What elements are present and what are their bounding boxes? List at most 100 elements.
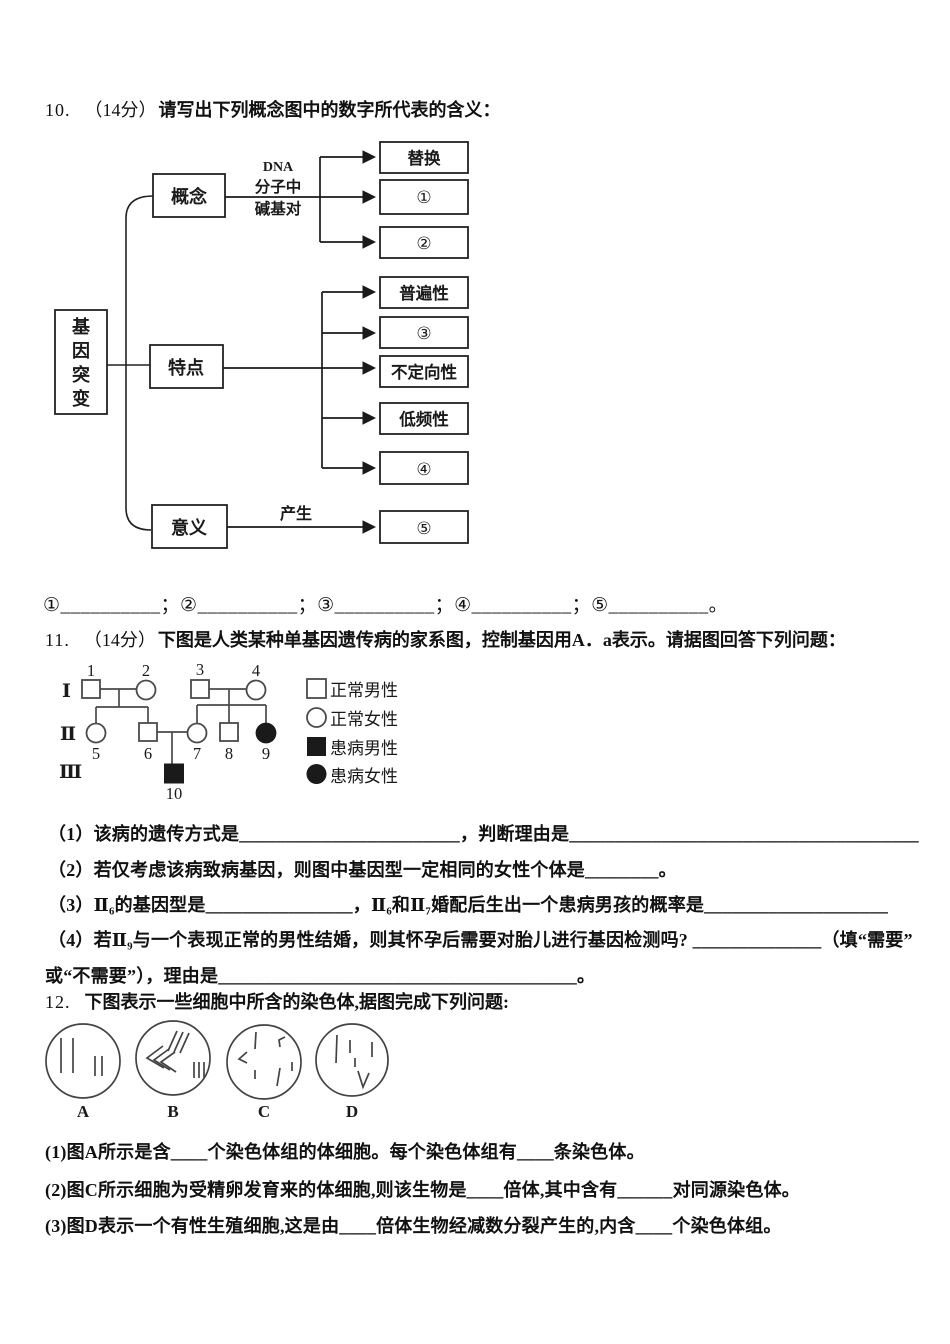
root-node-gene-mutation: 基 因 突 变	[54, 309, 108, 415]
branch-node-meaning: 意义	[151, 504, 228, 549]
dna-label-line3: 碱基对	[255, 199, 302, 218]
legend-circle-filled-icon	[306, 764, 327, 784]
cell-B-label: B	[167, 1102, 178, 1121]
q11-item-2: （2）若仅考虑该病致病基因，则图中基因型一定相同的女性个体是________。	[48, 860, 677, 880]
gene-mutation-concept-map: 基 因 突 变 概念 特点 意义 DNA 分子中 碱基对	[54, 141, 469, 549]
individual-3-normal-male	[190, 679, 210, 699]
q12-number: 12.	[45, 992, 71, 1012]
leaf-5-label: ⑤	[416, 519, 431, 538]
root-char-3: 突	[72, 364, 90, 385]
legend-normal-male-label: 正常男性	[330, 681, 398, 700]
leaf-box-3: ③	[379, 316, 469, 349]
number-8: 8	[225, 744, 233, 763]
leaf-3-label: ③	[416, 324, 431, 343]
bracket-line	[125, 195, 154, 531]
q10-points: （14分）	[84, 100, 157, 120]
branch-node-concept: 概念	[152, 173, 226, 218]
leaf-box-substitute: 替换	[379, 141, 469, 174]
legend-affected-male-label: 患病男性	[330, 739, 398, 758]
q10-title: 请写出下列概念图中的数字所代表的含义：	[158, 100, 501, 120]
dna-label-line1: DNA	[263, 160, 294, 175]
legend-normal-female-label: 正常女性	[330, 710, 398, 729]
leaf-universal-label: 普遍性	[399, 283, 449, 303]
individual-9-affected-female	[255, 722, 277, 744]
root-char-1: 基	[71, 316, 91, 337]
leaf-box-5: ⑤	[379, 510, 469, 544]
chromosome-cell-diagrams: A B C	[45, 1020, 389, 1121]
branch-feature-label: 特点	[168, 357, 204, 378]
edge-label-produce: 产生	[280, 504, 312, 523]
cell-D-label: D	[346, 1102, 358, 1121]
leaf-box-1: ①	[379, 179, 469, 215]
q12-item-3: (3)图D表示一个有性生殖细胞,这是由____倍体生物经减数分裂产生的,内含__…	[45, 1216, 782, 1236]
q11-item-4-line2: 或“不需要”），理由是_____________________________…	[45, 966, 596, 986]
cell-D	[315, 1023, 389, 1097]
leaf-2-label: ②	[416, 234, 431, 253]
cell-C-label: C	[258, 1102, 270, 1121]
generation-label-1: Ⅰ	[62, 681, 71, 702]
edge-label-dna: DNA 分子中 碱基对	[255, 160, 302, 218]
legend-square-open-icon	[306, 678, 327, 699]
leaf-box-universal: 普遍性	[379, 276, 469, 309]
generation-label-3: Ⅲ	[59, 762, 82, 783]
branch-node-feature: 特点	[149, 344, 224, 389]
root-char-4: 变	[72, 388, 90, 409]
leaf-nondirectional-label: 不定向性	[391, 362, 457, 382]
individual-7-normal-female	[186, 722, 208, 744]
individual-numbers: 1 2 3 4 5 6 7 8 9 10	[87, 660, 270, 803]
individual-6-normal-male	[138, 722, 158, 742]
q10-answer-blanks: ①__________；②__________；③__________；④___…	[43, 595, 729, 616]
pedigree-chart: Ⅰ Ⅱ Ⅲ 1	[59, 660, 398, 803]
cell-B	[135, 1020, 211, 1096]
leaf-substitute-label: 替换	[408, 148, 442, 168]
number-5: 5	[92, 744, 100, 763]
leaf-lowfreq-label: 低频性	[398, 409, 449, 429]
q10-header: 10. （14分）请写出下列概念图中的数字所代表的含义：	[45, 96, 501, 122]
individual-2-normal-female	[135, 679, 157, 701]
cell-C	[226, 1024, 302, 1100]
branch-concept-label: 概念	[171, 186, 207, 207]
q12-title: 下图表示一些细胞中所含的染色体,据图完成下列问题:	[84, 992, 510, 1012]
individual-1-normal-male	[81, 679, 101, 699]
cell-A	[45, 1023, 121, 1099]
number-7: 7	[193, 744, 201, 763]
leaf-1-label: ①	[416, 188, 431, 207]
leaf-box-2: ②	[379, 226, 469, 259]
number-1: 1	[87, 661, 95, 680]
pedigree-legend: 正常男性 正常女性 患病男性 患病女性	[306, 678, 398, 786]
q11-item-3: （3）Ⅱ₆的基因型是________________，Ⅱ₆和Ⅱ₇婚配后生出一个患…	[48, 895, 889, 915]
pedigree-lines	[95, 688, 267, 764]
individual-5-normal-female	[85, 722, 107, 744]
legend-square-filled-icon	[307, 737, 326, 756]
leaf-box-nondirectional: 不定向性	[379, 355, 469, 388]
q11-item-4-line1: （4）若Ⅱ₉与一个表现正常的男性结婚，则其怀孕后需要对胎儿进行基因检测吗? __…	[48, 930, 913, 950]
individual-8-normal-male	[219, 722, 239, 742]
branch-meaning-label: 意义	[171, 517, 207, 538]
q11-header: 11. （14分）下图是人类某种单基因遗传病的家系图，控制基因用A．a表示。请据图…	[45, 626, 846, 652]
q10-number: 10.	[45, 100, 71, 120]
cell-A-label: A	[77, 1102, 90, 1121]
root-char-2: 因	[72, 341, 90, 361]
leaf-box-lowfreq: 低频性	[379, 402, 469, 435]
individual-10-affected-male	[164, 763, 184, 784]
q11-points: （14分）	[83, 630, 156, 650]
leaf-box-4: ④	[379, 451, 469, 485]
number-3: 3	[196, 660, 204, 679]
individual-4-normal-female	[245, 679, 267, 701]
number-2: 2	[142, 661, 150, 680]
dna-label-line2: 分子中	[255, 177, 302, 196]
q12-header: 12. 下图表示一些细胞中所含的染色体,据图完成下列问题:	[45, 988, 509, 1014]
leaf-4-label: ④	[416, 460, 431, 479]
number-9: 9	[262, 744, 270, 763]
number-10: 10	[166, 784, 183, 803]
q12-item-1: (1)图A所示是含____个染色体组的体细胞。每个染色体组有____条染色体。	[45, 1142, 645, 1162]
legend-affected-female-label: 患病女性	[330, 767, 398, 786]
number-6: 6	[144, 744, 152, 763]
q11-number: 11.	[45, 630, 70, 650]
q11-item-1: （1）该病的遗传方式是________________________，判断理由…	[48, 824, 919, 844]
number-4: 4	[252, 661, 260, 680]
q12-item-2: (2)图C所示细胞为受精卵发育来的体细胞,则该生物是____倍体,其中含有___…	[45, 1180, 800, 1200]
q11-title: 下图是人类某种单基因遗传病的家系图，控制基因用A．a表示。请据图回答下列问题：	[157, 630, 846, 650]
legend-circle-open-icon	[306, 707, 327, 728]
